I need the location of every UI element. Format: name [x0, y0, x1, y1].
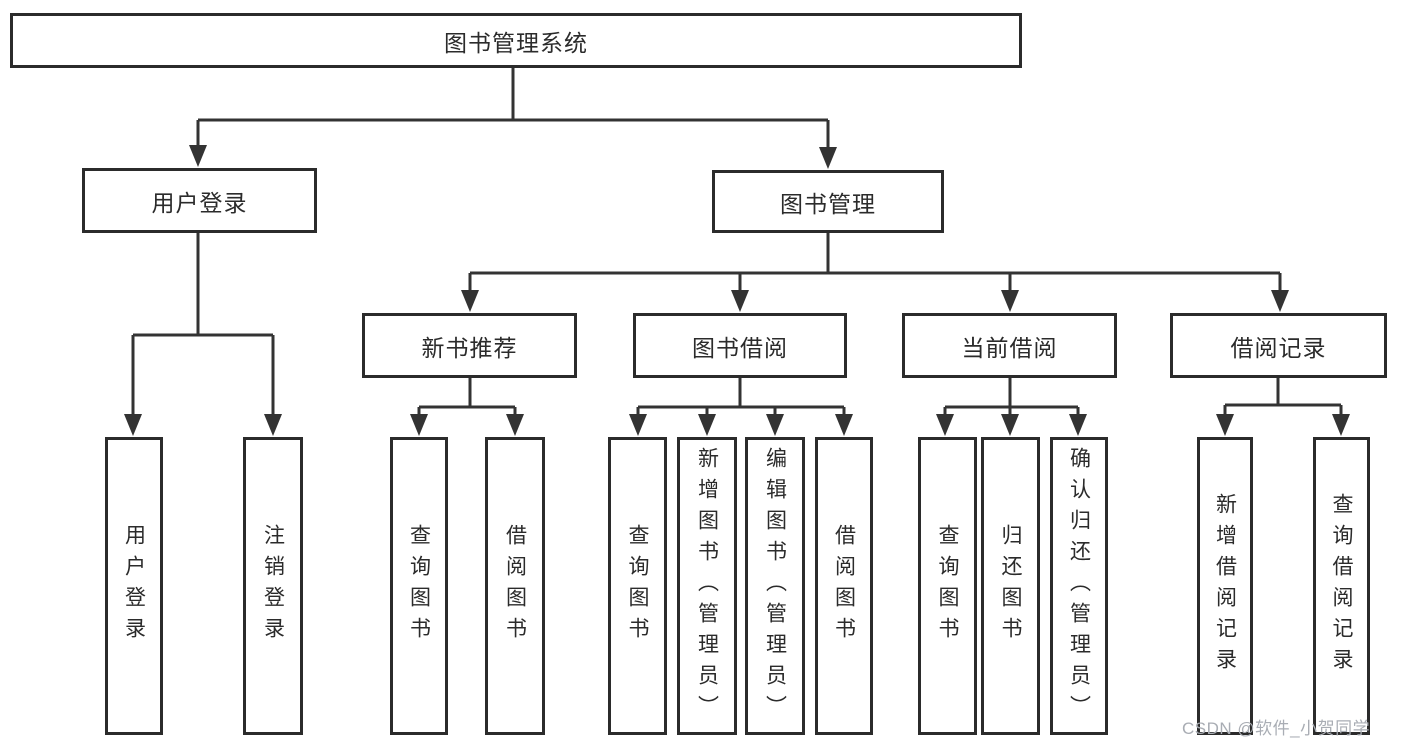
node-label: 图书借阅	[692, 334, 788, 361]
node-label: 查询图书	[626, 524, 649, 648]
arrow-down-icon	[936, 414, 954, 436]
node-label: 借阅记录	[1230, 334, 1327, 361]
node-label: 查询图书	[407, 524, 431, 648]
node-label: 查询图书	[936, 524, 959, 648]
node-label: 借阅图书	[832, 524, 856, 648]
node-label: 图书管理	[780, 190, 876, 217]
arrow-down-icon	[766, 414, 784, 436]
node-label: 确认归还（管理员）	[1067, 446, 1091, 726]
arrow-down-icon	[698, 414, 716, 436]
arrow-down-icon	[189, 145, 207, 167]
node-user-login: 用户登录	[82, 168, 317, 233]
node-label: 查询借阅记录	[1330, 493, 1353, 679]
node-label: 新增图书（管理员）	[695, 446, 719, 726]
node-label: 注销登录	[261, 524, 285, 648]
arrow-down-icon	[461, 290, 479, 312]
arrow-down-icon	[410, 414, 428, 436]
node-current-borrowing: 当前借阅	[902, 313, 1117, 378]
leaf-query-books-current: 查询图书	[918, 437, 977, 735]
arrow-down-icon	[1332, 414, 1350, 436]
node-book-borrowing: 图书借阅	[633, 313, 847, 378]
arrow-down-icon	[1216, 414, 1234, 436]
arrow-down-icon	[1069, 414, 1087, 436]
node-label: 当前借阅	[961, 334, 1058, 361]
arrow-down-icon	[1271, 290, 1289, 312]
arrow-down-icon	[819, 147, 837, 169]
arrowhead-icons	[124, 145, 1350, 436]
node-label: 用户登录	[122, 524, 146, 648]
node-label: 图书管理系统	[444, 29, 588, 56]
leaf-edit-book-admin: 编辑图书（管理员）	[745, 437, 805, 735]
leaf-confirm-return-admin: 确认归还（管理员）	[1050, 437, 1108, 735]
node-label: 新书推荐	[421, 334, 518, 361]
leaf-borrow-books-borrowing: 借阅图书	[815, 437, 873, 735]
node-label: 归还图书	[999, 524, 1022, 648]
arrow-down-icon	[264, 414, 282, 436]
leaf-query-borrow-record: 查询借阅记录	[1313, 437, 1370, 735]
leaf-add-borrow-record: 新增借阅记录	[1197, 437, 1253, 735]
arrow-down-icon	[835, 414, 853, 436]
node-new-book-recommendation: 新书推荐	[362, 313, 577, 378]
leaf-add-book-admin: 新增图书（管理员）	[677, 437, 737, 735]
node-label: 借阅图书	[503, 524, 527, 648]
node-borrowing-records: 借阅记录	[1170, 313, 1387, 378]
node-label: 编辑图书（管理员）	[763, 446, 787, 726]
node-library-system: 图书管理系统	[10, 13, 1022, 68]
arrow-down-icon	[629, 414, 647, 436]
leaf-return-books: 归还图书	[981, 437, 1040, 735]
node-label: 新增借阅记录	[1213, 493, 1237, 679]
watermark: CSDN @软件_小贺同学	[1182, 719, 1371, 738]
leaf-query-books-recommend: 查询图书	[390, 437, 448, 735]
arrow-down-icon	[1001, 290, 1019, 312]
node-book-management: 图书管理	[712, 170, 944, 233]
arrow-down-icon	[124, 414, 142, 436]
arrow-down-icon	[506, 414, 524, 436]
node-label: 用户登录	[151, 189, 248, 216]
leaf-user-login: 用户登录	[105, 437, 163, 735]
leaf-logout: 注销登录	[243, 437, 303, 735]
arrow-down-icon	[731, 290, 749, 312]
leaf-query-books-borrowing: 查询图书	[608, 437, 667, 735]
leaf-borrow-books-recommend: 借阅图书	[485, 437, 545, 735]
arrow-down-icon	[1001, 414, 1019, 436]
